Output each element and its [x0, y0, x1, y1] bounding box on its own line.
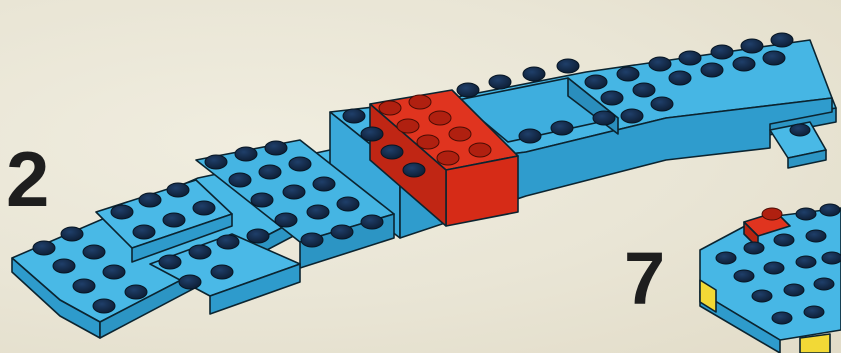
stud — [159, 255, 181, 269]
stud — [633, 83, 655, 97]
stud — [53, 259, 75, 273]
stud — [806, 230, 826, 242]
stud — [397, 119, 419, 133]
stud — [585, 75, 607, 89]
stud — [772, 312, 792, 324]
stud — [313, 177, 335, 191]
stud — [283, 185, 305, 199]
stud — [337, 197, 359, 211]
stud — [617, 67, 639, 81]
stud — [784, 284, 804, 296]
stud — [409, 95, 431, 109]
stud — [167, 183, 189, 197]
stud — [217, 235, 239, 249]
stud — [822, 252, 841, 264]
stud — [557, 59, 579, 73]
stud — [601, 91, 623, 105]
stud — [33, 241, 55, 255]
step-number: 2 — [6, 140, 49, 218]
stud — [790, 124, 810, 136]
stud — [764, 262, 784, 274]
stud — [275, 213, 297, 227]
stud — [205, 155, 227, 169]
stud — [125, 285, 147, 299]
stud — [457, 83, 479, 97]
stud — [814, 278, 834, 290]
stud — [716, 252, 736, 264]
stud — [449, 127, 471, 141]
stud — [235, 147, 257, 161]
stud — [711, 45, 733, 59]
stud — [251, 193, 273, 207]
stud — [651, 97, 673, 111]
stud — [381, 145, 403, 159]
stud — [469, 143, 491, 157]
stud — [669, 71, 691, 85]
stud — [193, 201, 215, 215]
stud — [551, 121, 573, 135]
stud — [437, 151, 459, 165]
stud — [763, 51, 785, 65]
stud — [734, 270, 754, 282]
stud — [489, 75, 511, 89]
stud — [73, 279, 95, 293]
stud — [741, 39, 763, 53]
stud — [103, 265, 125, 279]
stud — [593, 111, 615, 125]
stud — [796, 208, 816, 220]
stud — [211, 265, 233, 279]
step-7-yellow-2 — [800, 334, 830, 353]
stud — [111, 205, 133, 219]
stud — [361, 127, 383, 141]
stud — [762, 208, 782, 220]
stud — [796, 256, 816, 268]
stud — [343, 109, 365, 123]
step-number: 7 — [624, 242, 665, 316]
stud — [820, 204, 840, 216]
stud — [163, 213, 185, 227]
stud — [523, 67, 545, 81]
stud — [771, 33, 793, 47]
stud — [679, 51, 701, 65]
stud — [701, 63, 723, 77]
stud — [417, 135, 439, 149]
stud — [429, 111, 451, 125]
stud — [61, 227, 83, 241]
stud — [649, 57, 671, 71]
stud — [519, 129, 541, 143]
stud — [744, 242, 764, 254]
stud — [289, 157, 311, 171]
stud — [229, 173, 251, 187]
stud — [752, 290, 772, 302]
stud — [93, 299, 115, 313]
stud — [361, 215, 383, 229]
stud — [265, 141, 287, 155]
stud — [259, 165, 281, 179]
stud — [301, 233, 323, 247]
stud — [83, 245, 105, 259]
stud — [133, 225, 155, 239]
stud — [331, 225, 353, 239]
stud — [379, 101, 401, 115]
stud — [774, 234, 794, 246]
stud — [247, 229, 269, 243]
stud — [189, 245, 211, 259]
stud — [307, 205, 329, 219]
stud — [621, 109, 643, 123]
stud — [403, 163, 425, 177]
stud — [804, 306, 824, 318]
stud — [179, 275, 201, 289]
stud — [139, 193, 161, 207]
stud — [733, 57, 755, 71]
